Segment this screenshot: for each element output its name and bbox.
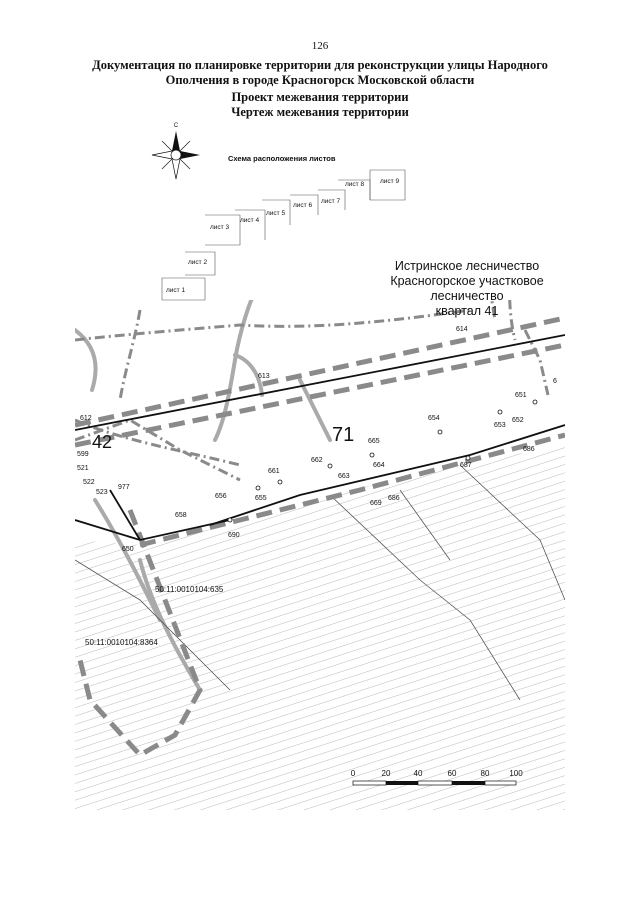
svg-text:656: 656 — [215, 493, 227, 500]
sheet-1: лист 1 — [166, 287, 185, 294]
svg-text:80: 80 — [481, 769, 490, 778]
parcel-label-1: 50:11:0010104:635 — [155, 585, 224, 594]
svg-text:655: 655 — [255, 495, 267, 502]
scheme-title: Схема расположения листов — [228, 154, 336, 163]
svg-text:652: 652 — [512, 417, 524, 424]
svg-text:690: 690 — [228, 532, 240, 539]
svg-text:40: 40 — [414, 769, 423, 778]
svg-text:523: 523 — [96, 489, 108, 496]
svg-text:599: 599 — [77, 451, 89, 458]
point-labels: 614 613 612 599 521 523 522 977 650 658 … — [77, 326, 557, 553]
scale-bar: 0 20 40 60 80 100 — [351, 769, 523, 786]
svg-text:669: 669 — [370, 500, 382, 507]
svg-text:С: С — [174, 123, 179, 129]
forestry-label: Истринское лесничество Красногорское уча… — [390, 259, 543, 318]
parcel-label-2: 50:11:0010104:8364 — [85, 638, 158, 647]
svg-text:60: 60 — [448, 769, 457, 778]
svg-text:664: 664 — [373, 462, 385, 469]
sheet-3: лист 3 — [210, 224, 229, 231]
sheet-scheme: Схема расположения листов лист 1 лист 2 … — [161, 154, 406, 301]
svg-text:663: 663 — [338, 473, 350, 480]
svg-text:613: 613 — [258, 373, 270, 380]
sheet-6: лист 6 — [293, 202, 312, 209]
svg-text:658: 658 — [175, 512, 187, 519]
svg-text:687: 687 — [460, 462, 472, 469]
svg-text:977: 977 — [118, 484, 130, 491]
sheet-9: лист 9 — [380, 178, 399, 185]
svg-text:661: 661 — [268, 468, 280, 475]
compass-rose-icon: С — [151, 123, 200, 180]
quarter-42: 42 — [92, 432, 112, 452]
page-number: 126 — [311, 40, 329, 52]
header-line-3: Проект межевания территории — [231, 90, 409, 104]
svg-text:лесничество: лесничество — [430, 289, 503, 303]
svg-text:Красногорское участковое: Красногорское участковое — [390, 274, 543, 288]
svg-text:612: 612 — [80, 415, 92, 422]
svg-text:квартал 41: квартал 41 — [436, 304, 499, 318]
sheet-8: лист 8 — [345, 181, 364, 188]
svg-text:614: 614 — [456, 326, 468, 333]
header-line-4: Чертеж межевания территории — [231, 105, 409, 119]
sheet-2: лист 2 — [188, 259, 207, 266]
sheet-7: лист 7 — [321, 198, 340, 205]
hatched-territory — [75, 300, 565, 810]
quarter-71: 71 — [332, 424, 354, 446]
svg-text:686: 686 — [523, 446, 535, 453]
svg-text:654: 654 — [428, 415, 440, 422]
svg-text:651: 651 — [515, 392, 527, 399]
header-line-1: Документация по планировке территории дл… — [92, 58, 548, 72]
sheet-5: лист 5 — [266, 210, 285, 217]
svg-text:6: 6 — [553, 378, 557, 385]
svg-text:665: 665 — [368, 438, 380, 445]
svg-text:521: 521 — [77, 465, 89, 472]
sheet-4: лист 4 — [240, 217, 259, 224]
svg-text:653: 653 — [494, 422, 506, 429]
header-line-2: Ополчения в городе Красногорск Московско… — [165, 73, 475, 87]
svg-text:20: 20 — [382, 769, 391, 778]
svg-text:100: 100 — [509, 769, 523, 778]
svg-text:0: 0 — [351, 769, 356, 778]
svg-text:522: 522 — [83, 479, 95, 486]
svg-text:686: 686 — [388, 495, 400, 502]
svg-text:Истринское лесничество: Истринское лесничество — [395, 259, 539, 273]
svg-text:662: 662 — [311, 457, 323, 464]
svg-text:650: 650 — [122, 546, 134, 553]
